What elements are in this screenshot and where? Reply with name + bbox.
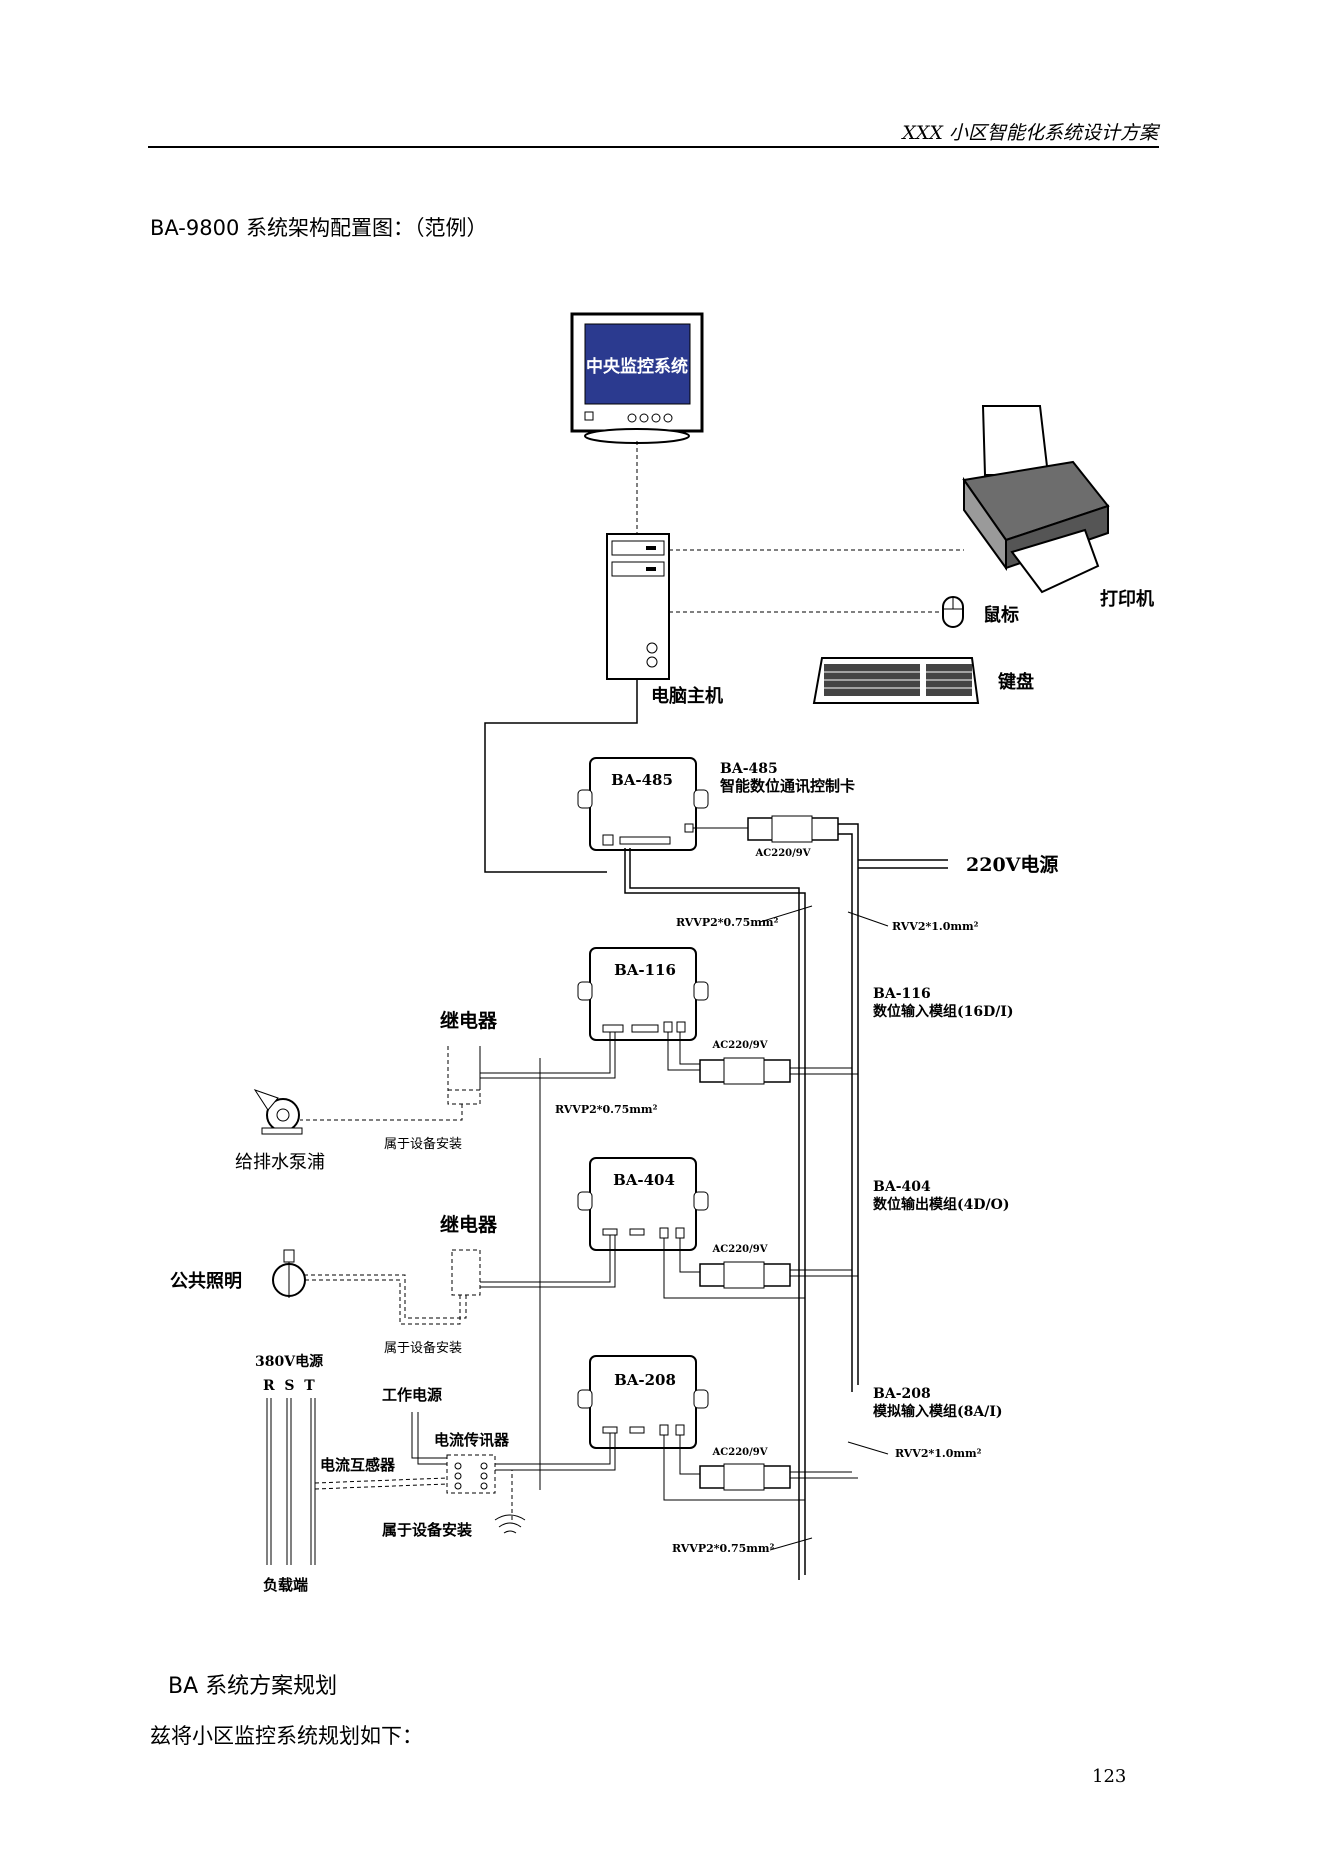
ba-485-module (577, 757, 709, 851)
header-rule (148, 146, 1159, 148)
figure-caption: BA-9800 系统架构配置图：（范例） (150, 216, 488, 240)
ba-208-title: BA-208 (614, 1371, 676, 1389)
equip-install-2: 属于设备安装 (384, 1340, 462, 1356)
ac-label-4: AC220/9V (712, 1447, 768, 1458)
monitor-screen-text: 中央监控系统 (586, 356, 688, 377)
ac-adaptor-208 (699, 1463, 791, 1491)
lightbulb-icon (272, 1249, 306, 1298)
current-transformer-label: 电流互感器 (320, 1456, 396, 1474)
printer-label: 打印机 (1100, 588, 1154, 610)
ac-adaptor-404 (699, 1261, 791, 1289)
ba-485-desc-1: BA-485 (720, 761, 778, 777)
ba-485-desc-2: 智能数位通讯控制卡 (720, 777, 855, 795)
relay-2-label: 继电器 (440, 1213, 498, 1236)
pc-tower-icon (606, 533, 670, 680)
header-title: XXX 小区智能化系统设计方案 (902, 122, 1158, 144)
ba-208-module (577, 1355, 709, 1449)
body-text: 兹将小区监控系统规划如下： (150, 1724, 423, 1748)
ba-404-desc-2: 数位输出模组(4D/O) (873, 1196, 1009, 1213)
current-sensor-icon (446, 1454, 496, 1494)
ba-208-desc-2: 模拟输入模组(8A/I) (873, 1403, 1003, 1420)
monitor-icon (570, 312, 704, 444)
ac-label-1: AC220/9V (755, 848, 811, 859)
printer-icon (962, 405, 1110, 594)
keyboard-label: 键盘 (997, 671, 1034, 693)
ba-9800-architecture-diagram: 中央监控系统 电脑主机 打印机 鼠标 键盘 (170, 312, 1154, 1594)
ac-adaptor-116 (699, 1057, 791, 1085)
mouse-label: 鼠标 (983, 604, 1019, 626)
rvvp-bottom-label: RVVP2*0.75mm² (672, 1542, 775, 1555)
ac-adaptor-top (747, 815, 839, 843)
page-number: 123 (1092, 1766, 1127, 1787)
rst-label: R S T (263, 1378, 315, 1394)
ba-208-desc-1: BA-208 (873, 1386, 931, 1402)
equip-install-1: 属于设备安装 (384, 1136, 462, 1152)
section-title: BA 系统方案规划 (168, 1674, 338, 1699)
ac-label-2: AC220/9V (712, 1040, 768, 1051)
ba-116-title: BA-116 (614, 961, 676, 979)
ba-116-module (577, 947, 709, 1041)
rvvp-mid-label: RVVP2*0.75mm² (555, 1103, 658, 1116)
ba-485-title: BA-485 (611, 771, 673, 789)
ba-404-desc-1: BA-404 (873, 1179, 931, 1195)
signal-icon (494, 1514, 526, 1534)
power-220-label: 220V电源 (966, 853, 1058, 876)
pump-label: 给排水泵浦 (235, 1152, 325, 1173)
rvv-top-label: RVV2*1.0mm² (892, 920, 979, 933)
current-sensor-label: 电流传讯器 (434, 1431, 510, 1449)
ac-label-3: AC220/9V (712, 1244, 768, 1255)
relay-1-label: 继电器 (440, 1009, 498, 1032)
work-power-label: 工作电源 (382, 1386, 442, 1404)
rvvp-top-label: RVVP2*0.75mm² (676, 916, 779, 929)
lighting-label: 公共照明 (170, 1271, 242, 1292)
ba-116-desc-2: 数位输入模组(16D/I) (873, 1003, 1014, 1020)
pc-label: 电脑主机 (651, 685, 723, 707)
equip-install-3: 属于设备安装 (382, 1521, 473, 1539)
load-end-label: 负载端 (263, 1576, 308, 1594)
relay-1-icon (447, 1046, 481, 1105)
ba-404-title: BA-404 (613, 1171, 675, 1189)
rvv-bottom-label: RVV2*1.0mm² (895, 1447, 982, 1460)
pump-icon (253, 1089, 303, 1135)
relay-2-icon (451, 1249, 481, 1296)
keyboard-icon (812, 657, 980, 704)
mouse-icon (942, 596, 964, 628)
power-380-label: 380V电源 (255, 1353, 323, 1370)
ba-116-desc-1: BA-116 (873, 986, 931, 1002)
